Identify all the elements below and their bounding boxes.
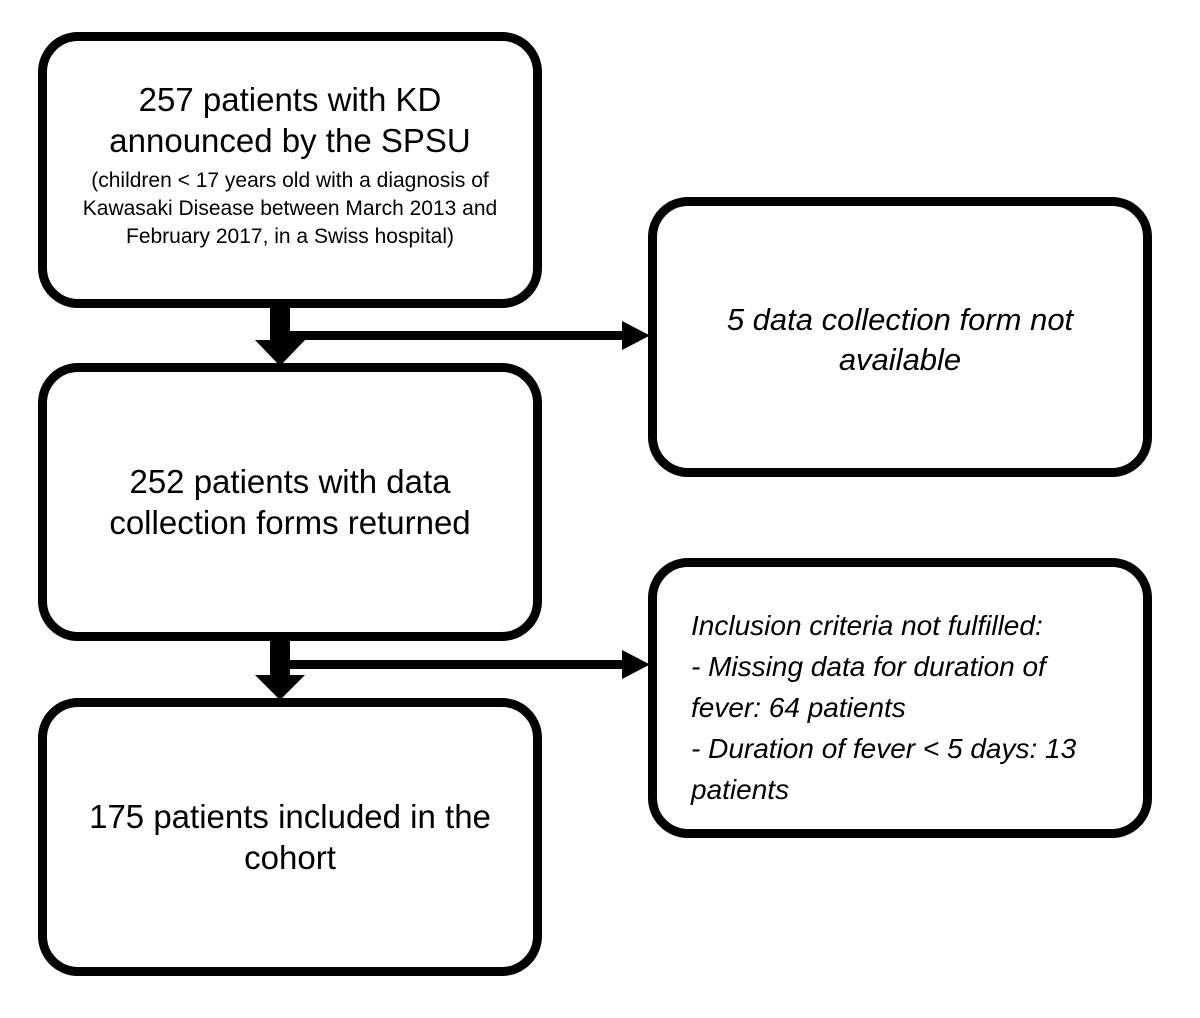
exclusion-2-missing-duration: - Missing data for duration of fever: 64… bbox=[691, 651, 1046, 723]
announced-detail: (children < 17 years old with a diagnosi… bbox=[82, 169, 498, 248]
arrow-down-1 bbox=[255, 308, 305, 366]
box-exclusion-criteria: Inclusion criteria not fulfilled: - Miss… bbox=[648, 558, 1152, 838]
exclusion-2-heading: Inclusion criteria not fulfilled: bbox=[691, 610, 1043, 641]
exclusion-1-text: 5 data collection form not available bbox=[726, 302, 1074, 377]
arrow-right-1 bbox=[280, 321, 650, 350]
box-forms-returned: 252 patients with data collection forms … bbox=[38, 363, 542, 641]
forms-returned-title: 252 patients with data collection forms … bbox=[109, 463, 471, 541]
box-announced-patients: 257 patients with KD announced by the SP… bbox=[38, 32, 542, 308]
arrow-right-2 bbox=[280, 650, 650, 679]
announced-title: 257 patients with KD announced by the SP… bbox=[109, 81, 471, 159]
exclusion-2-short-fever: - Duration of fever < 5 days: 13 patient… bbox=[691, 733, 1077, 805]
arrow-down-2 bbox=[255, 641, 305, 700]
box-exclusion-forms-unavailable: 5 data collection form not available bbox=[648, 197, 1152, 477]
box-included-cohort: 175 patients included in the cohort bbox=[38, 698, 542, 976]
included-cohort-title: 175 patients included in the cohort bbox=[89, 798, 491, 876]
